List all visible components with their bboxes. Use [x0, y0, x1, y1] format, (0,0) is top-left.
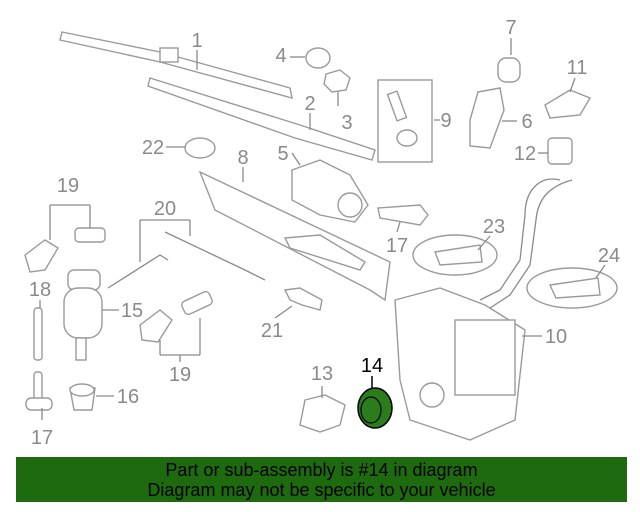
callout-19-top: 19 — [57, 175, 79, 197]
part-nut[interactable] — [323, 69, 351, 93]
callout-16: 16 — [117, 386, 139, 408]
callout-2: 2 — [304, 93, 315, 115]
callout-23: 23 — [483, 216, 505, 238]
callout-17-left: 17 — [31, 427, 53, 449]
callout-19-bottom: 19 — [169, 364, 191, 386]
part-connector[interactable] — [377, 204, 429, 226]
part-nozzle-cap[interactable] — [544, 89, 592, 119]
callout-10: 10 — [545, 326, 567, 348]
callout-5: 5 — [277, 143, 288, 165]
part-washer-reservoir[interactable] — [394, 287, 526, 441]
part-14-grommet-highlighted[interactable] — [357, 387, 393, 429]
part-wiper-motor[interactable] — [291, 159, 369, 223]
part-hose-lines[interactable] — [107, 231, 266, 289]
callout-14: 14 — [361, 355, 383, 377]
part-clip[interactable] — [184, 137, 216, 159]
part-level-sensor[interactable] — [299, 394, 346, 433]
callout-8: 8 — [237, 147, 248, 169]
part-grommet[interactable] — [69, 383, 96, 411]
callout-3: 3 — [341, 112, 352, 134]
callout-7: 7 — [505, 17, 516, 39]
callout-21: 21 — [261, 320, 283, 342]
part-bracket[interactable] — [469, 87, 505, 149]
part-filler-neck[interactable] — [547, 137, 573, 165]
part-bushing[interactable] — [497, 57, 521, 83]
part-kit-box[interactable] — [377, 79, 433, 163]
callout-11: 11 — [567, 57, 588, 79]
callout-17-middle: 17 — [386, 235, 408, 257]
part-wiper-arm[interactable] — [147, 77, 376, 161]
part-washer-nozzle-left[interactable] — [412, 234, 498, 276]
callout-4: 4 — [275, 45, 286, 67]
part-washer-nozzle-right[interactable] — [526, 267, 618, 309]
banner-line-1: Part or sub-assembly is #14 in diagram — [165, 460, 478, 480]
callout-20: 20 — [154, 198, 176, 220]
callout-12: 12 — [514, 143, 536, 165]
part-y-connector[interactable] — [283, 287, 323, 311]
part-wiper-linkage[interactable] — [198, 170, 391, 302]
callout-1: 1 — [191, 30, 202, 52]
part-cap[interactable] — [305, 47, 331, 69]
callout-13: 13 — [311, 363, 333, 385]
part-t-connector[interactable] — [25, 371, 53, 411]
part-hose[interactable] — [479, 178, 573, 309]
callout-22: 22 — [142, 137, 164, 159]
leader-lines — [39, 38, 606, 420]
part-check-valve[interactable] — [24, 227, 106, 273]
callout-24: 24 — [598, 245, 620, 267]
part-washer-pump[interactable] — [63, 269, 103, 361]
callout-9: 9 — [440, 110, 451, 132]
banner-line-2: Diagram may not be specific to your vehi… — [147, 480, 496, 500]
callout-18: 18 — [29, 279, 51, 301]
part-wiper-blade[interactable] — [59, 31, 293, 99]
part-rod[interactable] — [33, 307, 43, 361]
part-info-banner: Part or sub-assembly is #14 in diagram D… — [16, 457, 627, 502]
callout-6: 6 — [521, 111, 532, 133]
callout-15: 15 — [121, 300, 143, 322]
part-check-valve-lower[interactable] — [139, 290, 214, 343]
